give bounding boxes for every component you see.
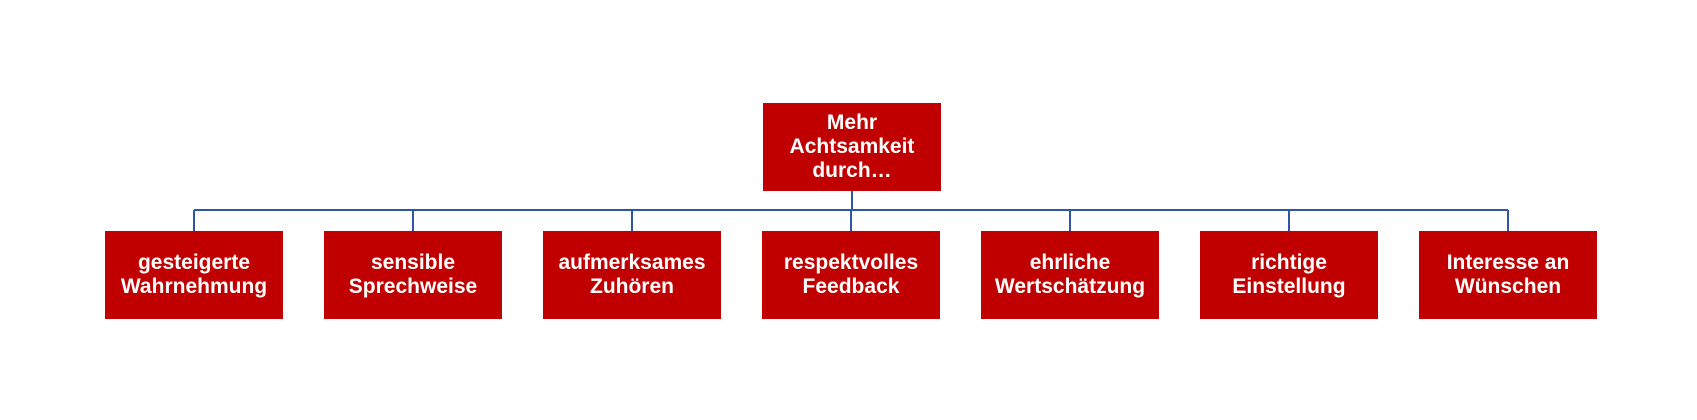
child-node-label-line: Feedback [802, 275, 900, 298]
child-node-aufmerksames-zuhoeren: aufmerksames Zuhören [543, 231, 721, 319]
root-node-line-1: Mehr [826, 111, 878, 134]
child-node-label-line: aufmerksames [558, 251, 706, 274]
root-node-line-3: durch… [812, 159, 892, 182]
child-node-label-line: Wünschen [1454, 275, 1562, 298]
child-node-label-line: Zuhören [590, 275, 674, 298]
root-node-line-2: Achtsamkeit [789, 135, 915, 158]
child-node-gesteigerte-wahrnehmung: gesteigerte Wahrnehmung [105, 231, 283, 319]
child-node-respektvolles-feedback: respektvolles Feedback [762, 231, 940, 319]
root-node: Mehr Achtsamkeit durch… [763, 103, 941, 191]
child-node-label-line: Wahrnehmung [120, 275, 268, 298]
child-node-sensible-sprechweise: sensible Sprechweise [324, 231, 502, 319]
child-node-label-line: sensible [370, 251, 456, 274]
child-node-richtige-einstellung: richtige Einstellung [1200, 231, 1378, 319]
child-node-label-line: Interesse an [1446, 251, 1570, 274]
child-node-label-line: Wertschätzung [994, 275, 1146, 298]
child-node-label-line: gesteigerte [137, 251, 251, 274]
child-node-label-line: Sprechweise [348, 275, 478, 298]
child-node-label-line: richtige [1251, 251, 1327, 274]
child-node-interesse-an-wuenschen: Interesse an Wünschen [1419, 231, 1597, 319]
child-node-ehrliche-wertschaetzung: ehrliche Wertschätzung [981, 231, 1159, 319]
child-node-label-line: ehrliche [1029, 251, 1111, 274]
child-node-label-line: Einstellung [1232, 275, 1346, 298]
child-node-label-line: respektvolles [783, 251, 919, 274]
